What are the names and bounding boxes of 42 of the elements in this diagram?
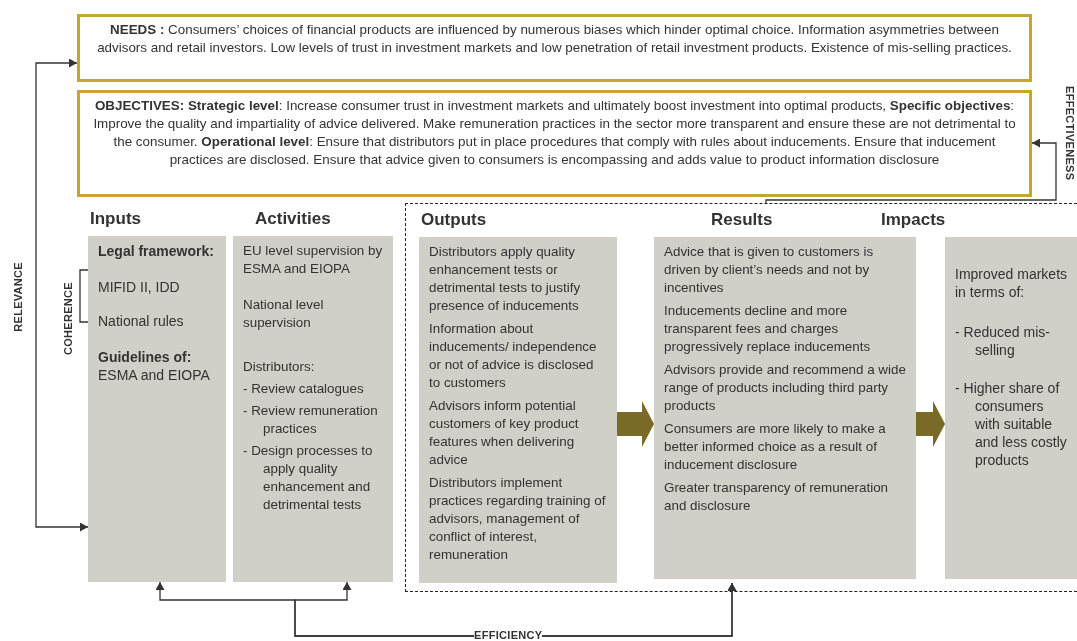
panel-text: Advisors inform potential customers of key product features when delivering advice — [429, 397, 580, 469]
panel-text: EU level supervision by ESMA and EIOPA — [243, 242, 383, 278]
box-text: OBJECTIVES: Strategic level: Increase consumer trust in investment markets and ultimately boost investment into optimal products, Specific objectives: Improve the quality and impartiality of advice delivered. Make remuneration practices in the sector more transparent and ensure these are not detrimental to the consumer. Operational level: Ensure that distributors put in place procedures that comply with rules about inducements. Ensure that inducement practices are disclosed. Ensure that advice given to consumers is encompassing and adds value to product information disclosure — [92, 97, 1017, 169]
text-box — [77, 90, 1032, 197]
panel-text: Distributors apply quality enhancement tests or detrimental tests to justify presence of inducements — [429, 243, 582, 315]
edge-label: EFFICIENCY — [474, 629, 543, 641]
column-heading: Results — [711, 209, 773, 231]
edge-label: RELEVANCE — [12, 262, 25, 332]
connector-arrow — [294, 581, 737, 637]
text-box — [77, 14, 1032, 82]
panel-text: Inducements decline and more transparent fees and charges progressively replace inducements — [664, 302, 872, 356]
column-heading: Activities — [255, 208, 331, 230]
panel-text: Information about inducements/ independence or not of advice is disclosed to customers — [429, 320, 598, 392]
panel-text: Improved markets in terms of: — [955, 265, 1068, 301]
block-arrow — [916, 401, 945, 447]
panel-text: National level supervision — [243, 296, 325, 332]
bullet-item: - Reduced mis-selling — [955, 323, 1051, 359]
column-heading: Inputs — [90, 208, 141, 230]
panel-text: National rules — [98, 312, 185, 330]
panel-text: MIFID II, IDD — [98, 278, 181, 296]
bullet-item: - Review catalogues — [243, 380, 365, 398]
connector-arrow — [35, 58, 89, 532]
panel-text: Guidelines of: — [98, 348, 193, 366]
edge-label: EFFECTIVENESS — [1063, 86, 1076, 181]
panel-text: Distributors: — [243, 358, 316, 376]
panel-text: Legal framework: — [98, 242, 215, 260]
panel-text: Greater transparency of remuneration and disclosure — [664, 479, 890, 515]
panel-text: ESMA and EIOPA — [98, 366, 211, 384]
bracket-label: COHERENCE — [62, 282, 75, 355]
panel-text: Distributors implement practices regarding training of advisors, management of conflict of interest, remuneration — [429, 474, 607, 564]
box-text: NEEDS : Consumers’ choices of financial products are influenced by numerous biases which hinder optimal choice. Information asymmetries between advisors and retail investors. Low levels of trust in investment markets and low penetration of retail investment products. Existence of mis-selling practices. — [96, 21, 1013, 57]
bullet-item: - Review remuneration practices — [243, 402, 379, 438]
block-arrow — [617, 401, 654, 447]
dashed-boundary — [405, 203, 1077, 592]
connector-arrow — [765, 138, 1057, 204]
panel-text: Consumers are more likely to make a better informed choice as a result of inducement disclosure — [664, 420, 887, 474]
bullet-item: - Design processes to apply quality enhancement and detrimental tests — [243, 442, 374, 514]
column-heading: Outputs — [421, 209, 487, 231]
bullet-item: - Higher share of consumers with suitable and less costly products — [955, 379, 1068, 469]
panel-text: Advice that is given to customers is driven by client’s needs and not by incentives — [664, 243, 875, 297]
column-heading: Impacts — [881, 209, 946, 231]
panel-text: Advisors provide and recommend a wide range of products including third party products — [664, 361, 906, 415]
